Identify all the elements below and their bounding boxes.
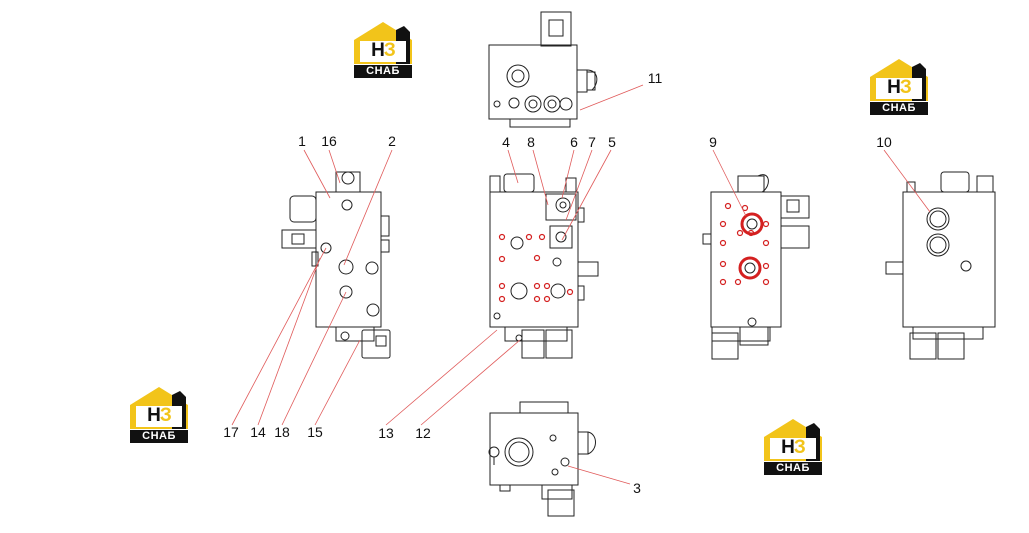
highlighted-ports: [738, 212, 764, 280]
logo-caption: СНАБ: [354, 65, 412, 78]
callout-7: 7: [588, 134, 596, 150]
brand-logo: НЗ СНАБ: [352, 20, 414, 80]
valve-block-center-view: [489, 173, 599, 359]
callout-15: 15: [307, 424, 323, 440]
callout-16: 16: [321, 133, 337, 149]
brand-logo: НЗ СНАБ: [868, 57, 930, 117]
callout-10: 10: [876, 134, 892, 150]
logo-caption: СНАБ: [130, 430, 188, 443]
callout-11: 11: [647, 70, 663, 86]
callout-17: 17: [223, 424, 239, 440]
brand-logo: НЗ СНАБ: [762, 417, 824, 477]
callout-3: 3: [633, 480, 641, 496]
callout-13: 13: [378, 425, 394, 441]
logo-caption: СНАБ: [764, 462, 822, 475]
logo-mark: НЗ: [781, 437, 806, 458]
valve-block-top-view: [488, 11, 598, 128]
callout-9: 9: [709, 134, 717, 150]
port-markers: [498, 202, 770, 303]
callout-12: 12: [415, 425, 431, 441]
logo-mark: НЗ: [147, 405, 172, 426]
callout-14: 14: [250, 424, 266, 440]
callout-5: 5: [608, 134, 616, 150]
callout-2: 2: [388, 133, 396, 149]
valve-block-front-view: [281, 171, 391, 359]
callout-6: 6: [570, 134, 578, 150]
logo-mark: НЗ: [887, 77, 912, 98]
valve-block-bottom-view: [488, 401, 596, 517]
callout-4: 4: [502, 134, 510, 150]
callout-8: 8: [527, 134, 535, 150]
logo-caption: СНАБ: [870, 102, 928, 115]
callout-1: 1: [298, 133, 306, 149]
logo-mark: НЗ: [371, 40, 396, 61]
valve-block-rear-view: [885, 171, 996, 360]
callout-18: 18: [274, 424, 290, 440]
brand-logo: НЗ СНАБ: [128, 385, 190, 445]
leader-lines: [231, 84, 931, 485]
valve-block-right-view: [702, 174, 810, 360]
